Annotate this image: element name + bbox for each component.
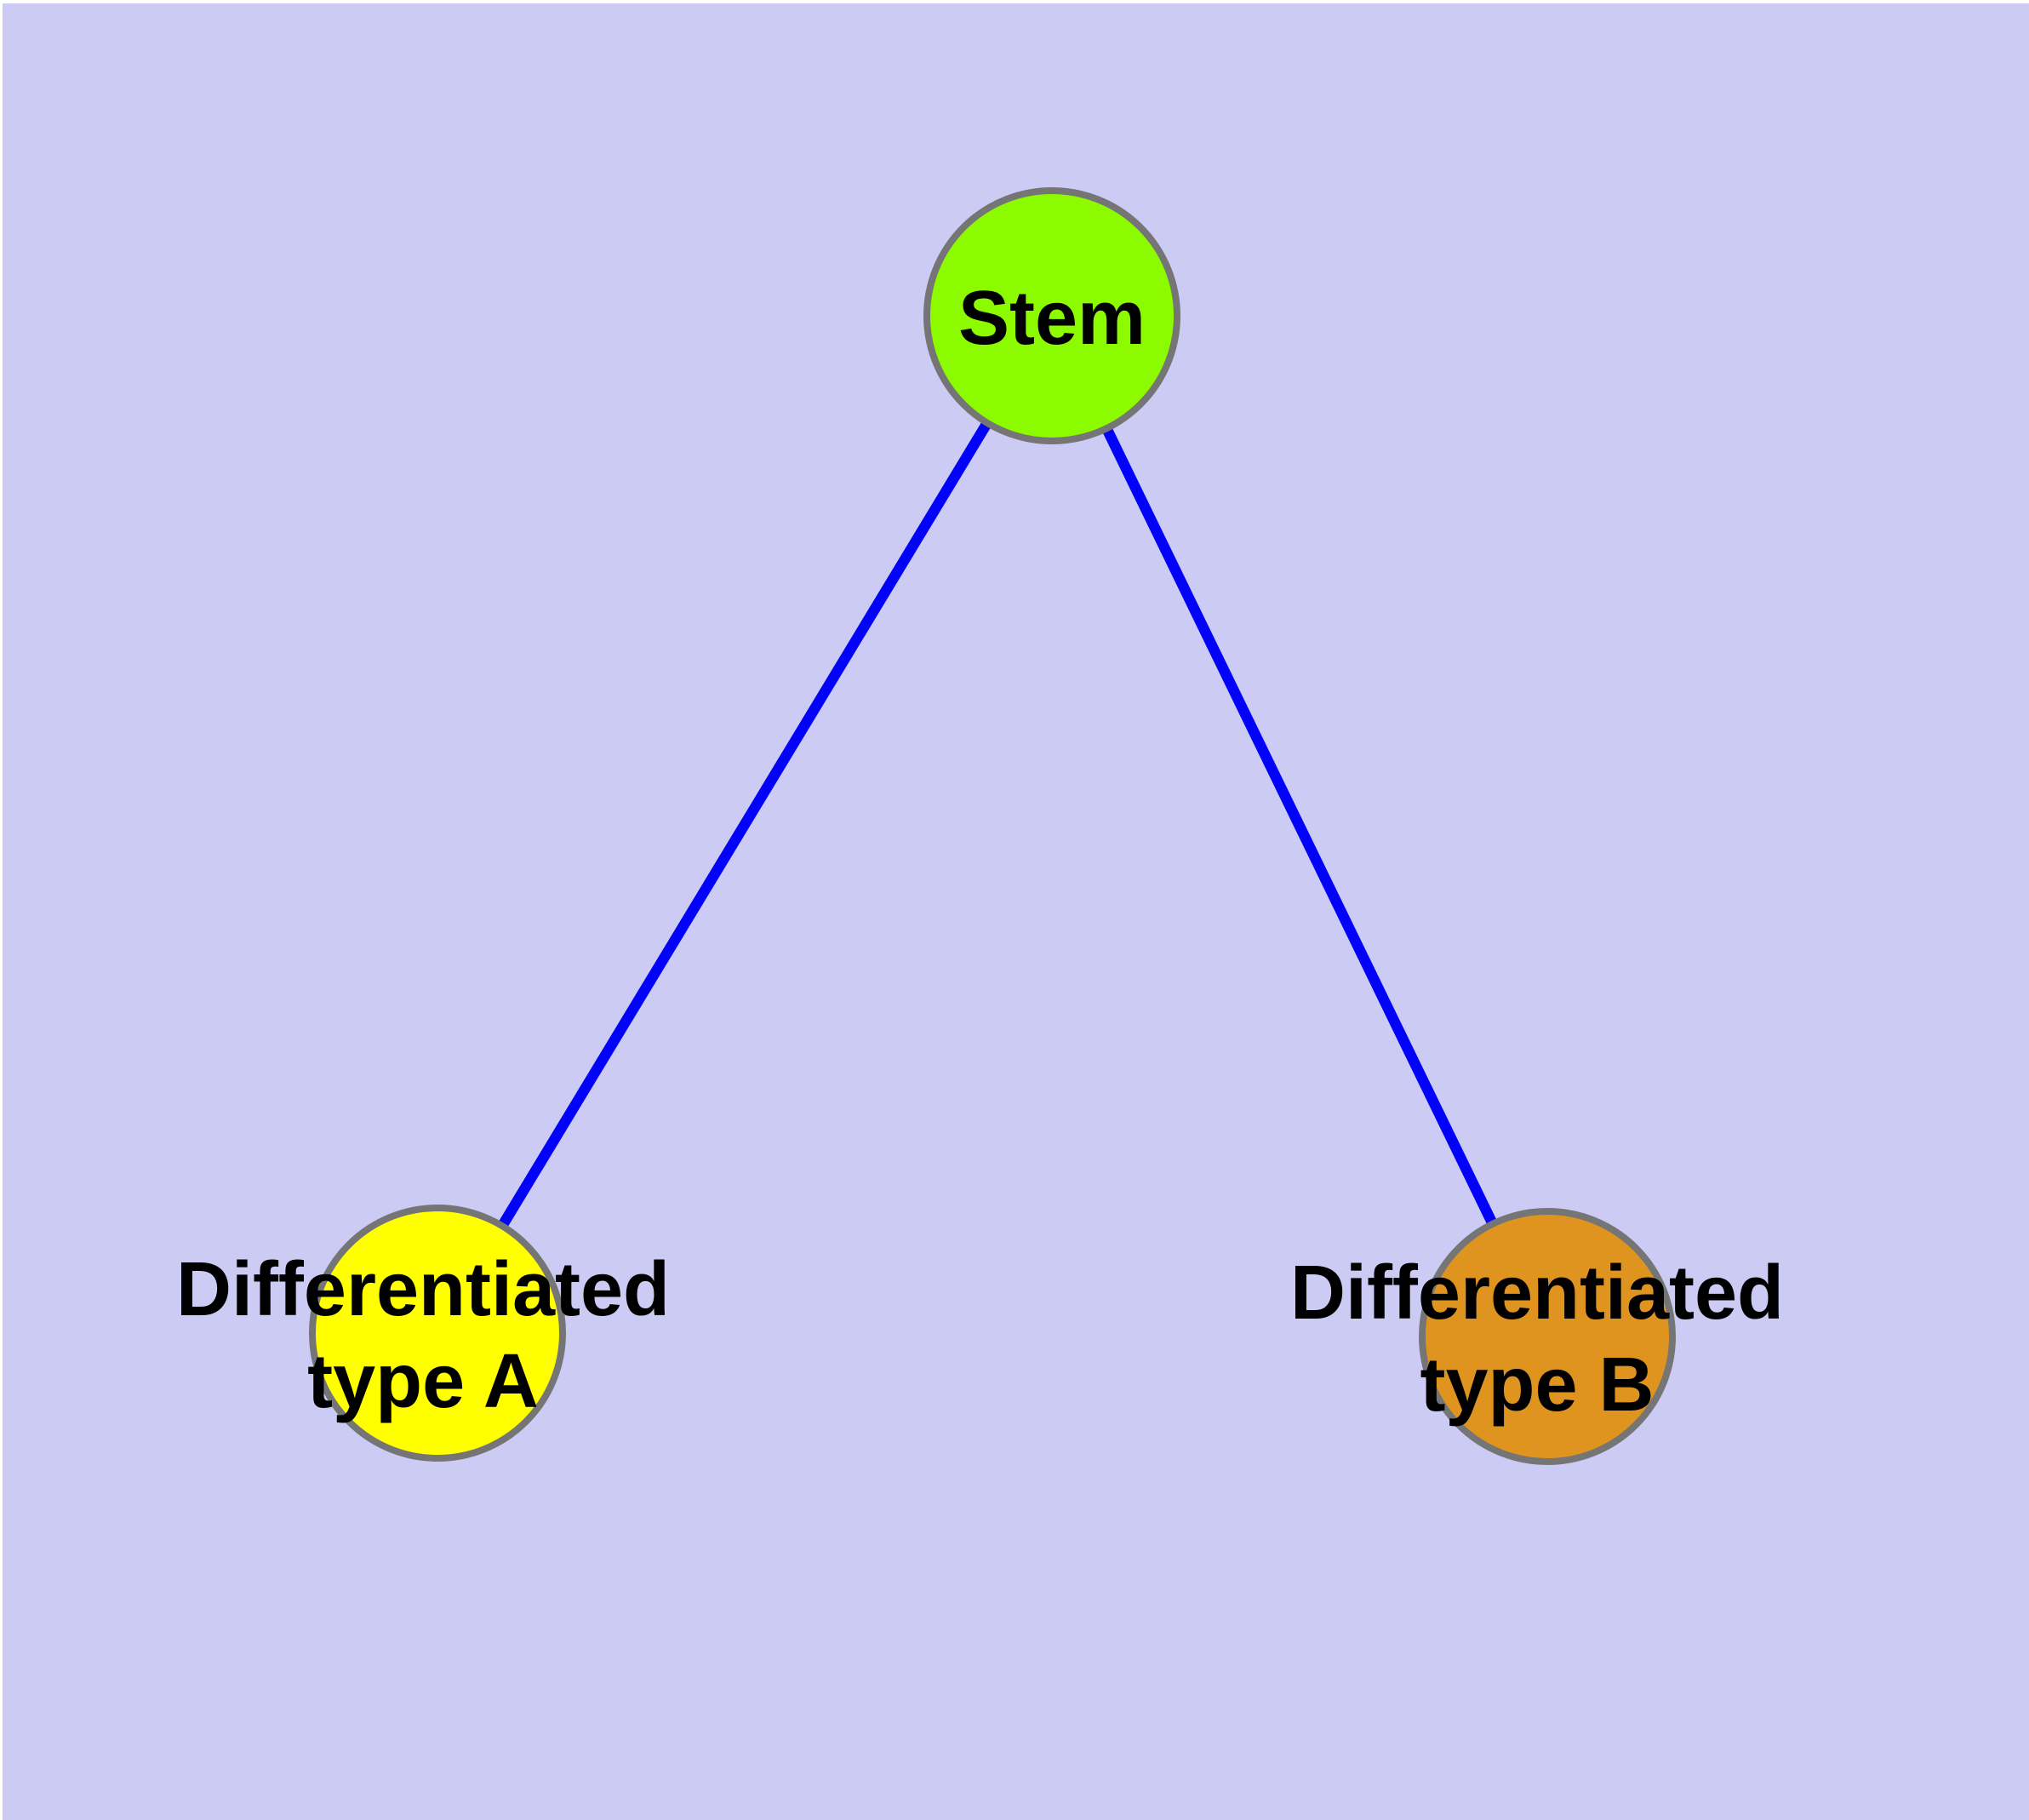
edge-stem-to-type-b: [1046, 310, 1553, 1342]
edge-stem-to-type-a: [432, 310, 1058, 1339]
node-differentiated-type-a: [309, 1205, 566, 1462]
node-type-a-label-line2: type A: [307, 1339, 539, 1424]
edges-layer: [432, 310, 1553, 1342]
node-stem: [923, 187, 1180, 444]
node-type-a-label-line1: Differentiated: [176, 1247, 670, 1332]
nodes-layer: [309, 187, 1676, 1465]
node-stem-label: Stem: [958, 276, 1146, 361]
node-type-b-label-line2: type B: [1420, 1342, 1654, 1428]
labels-layer: Stem Differentiated type A Differentiate…: [176, 276, 1784, 1428]
node-differentiated-type-b: [1419, 1208, 1676, 1465]
node-type-b-label-line1: Differentiated: [1290, 1251, 1784, 1336]
